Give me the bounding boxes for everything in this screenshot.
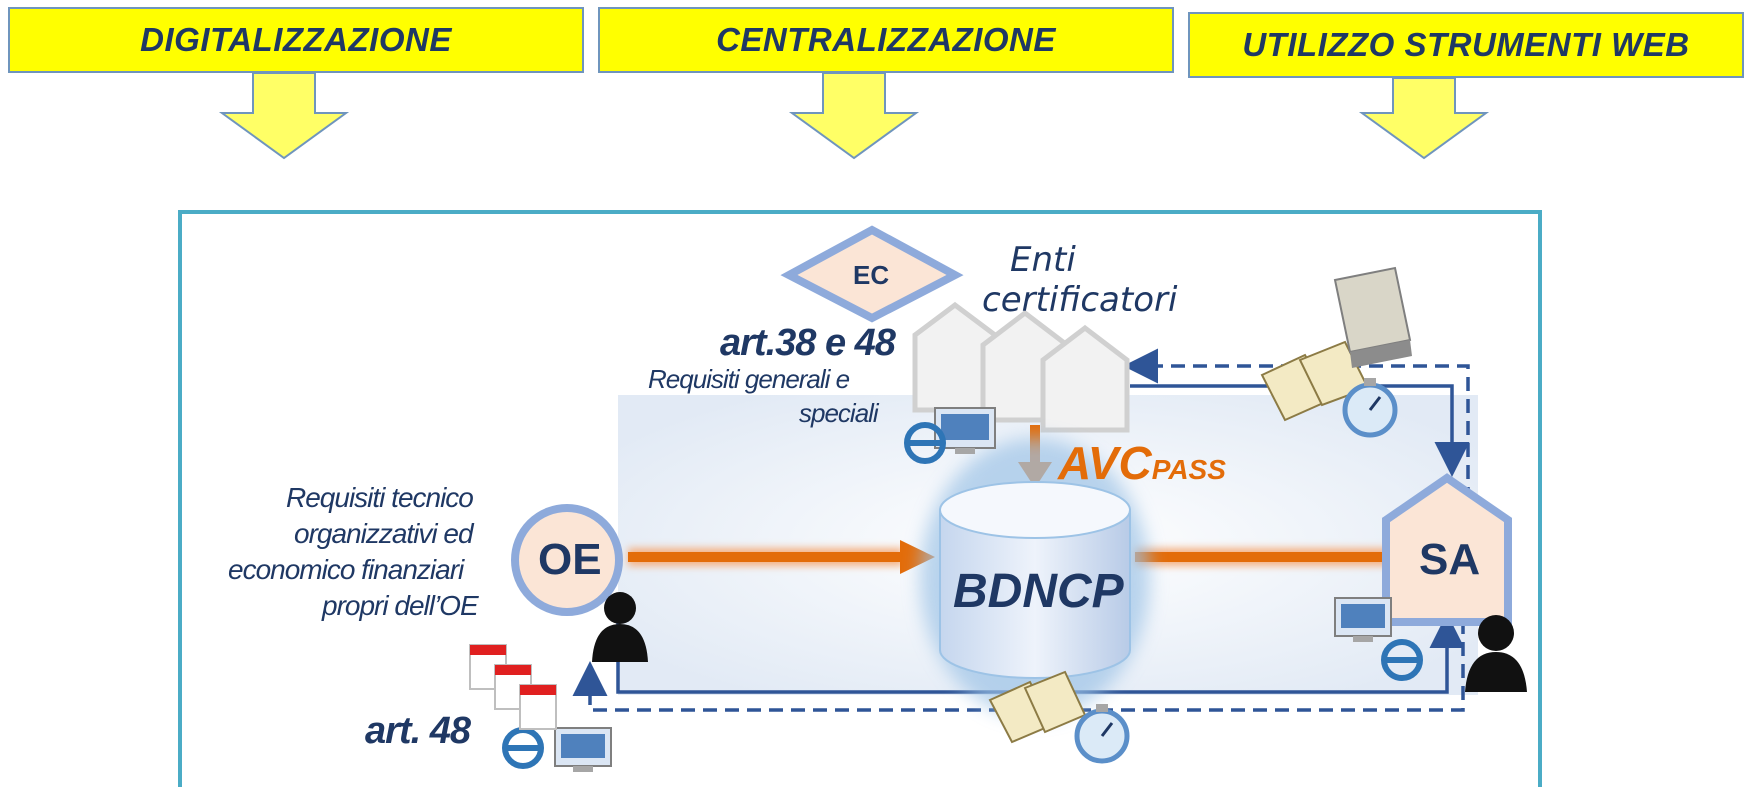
bdncp-label: BDNCP — [953, 565, 1124, 618]
art48-label: art. 48 — [365, 710, 471, 752]
avcpass-label: AVCPASS — [1058, 436, 1226, 490]
down-arrow-icon — [1358, 77, 1490, 160]
ec-label: EC — [853, 260, 890, 290]
down-arrow-icon — [218, 72, 350, 160]
computer-icon — [554, 727, 612, 772]
user-icon — [1465, 615, 1527, 692]
connector-ec-to-sa-solid — [1130, 384, 1470, 477]
certifying-bodies-icon — [912, 301, 1130, 433]
art38-label: art.38 e 48 — [720, 322, 896, 364]
bdncp-database — [920, 438, 1150, 718]
oe-label: OE — [538, 535, 602, 584]
stopwatch-icon — [1342, 378, 1398, 438]
computer-icon — [1334, 597, 1392, 642]
arrow-oe-to-bdncp — [628, 540, 935, 574]
requisiti-tecnici-label-line2: organizzativi ed — [294, 518, 474, 549]
browser-icon — [904, 422, 946, 464]
banner-utilizzo-strumenti-web: UTILIZZO STRUMENTI WEB — [1188, 12, 1744, 78]
user-icon — [592, 592, 648, 662]
pdf-documents-icon — [469, 644, 557, 730]
requisiti-generali-label-line2: speciali — [799, 398, 879, 428]
requisiti-tecnici-label-line3: economico finanziari — [228, 554, 464, 585]
enti-certificatori-label-line2: certificatori — [982, 280, 1178, 320]
requisiti-tecnici-label-line1: Requisiti tecnico — [286, 482, 474, 513]
avcpass-sub: PASS — [1151, 454, 1226, 485]
banner-digitalizzazione: DIGITALIZZAZIONE — [8, 7, 584, 73]
enti-certificatori-label-line1: Enti — [1010, 240, 1076, 280]
connector-sa-to-oe-dashed — [572, 620, 1465, 712]
stopwatch-icon — [1074, 704, 1130, 764]
oe-node — [511, 504, 623, 616]
ec-node — [780, 225, 964, 323]
avcpass-main: AVC — [1058, 437, 1152, 489]
computer-icon — [934, 407, 996, 454]
down-arrow-icon — [788, 72, 920, 160]
archive-box-icon — [1333, 266, 1412, 368]
requisiti-generali-label-line1: Requisiti generali e — [648, 364, 850, 394]
sa-label: SA — [1419, 535, 1481, 584]
browser-icon — [1381, 639, 1423, 681]
requisiti-tecnici-label-line4: propri dell’OE — [322, 590, 479, 621]
documents-icon — [988, 670, 1087, 744]
